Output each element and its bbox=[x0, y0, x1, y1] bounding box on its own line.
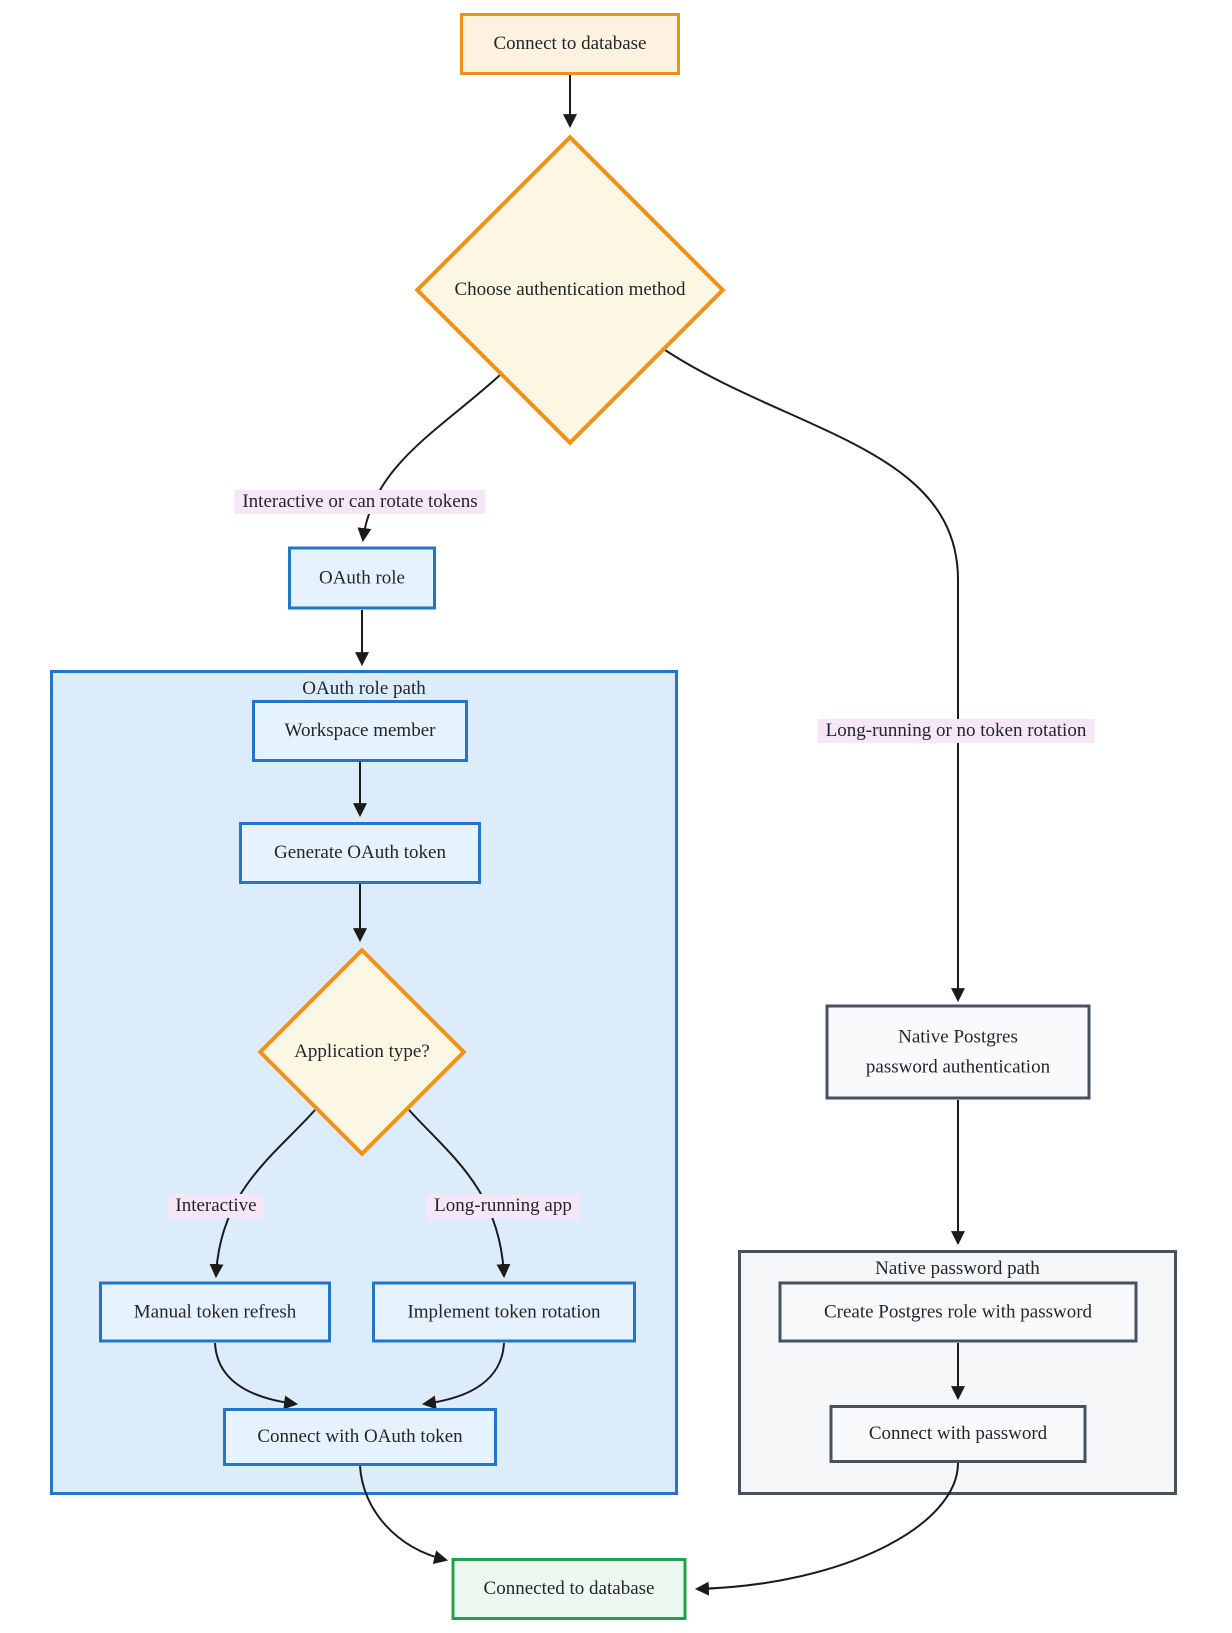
decision-choose-authentication-method: Choose authentication method bbox=[454, 279, 686, 300]
node-label-line1: Native Postgres bbox=[898, 1026, 1018, 1048]
edge-connectpw-connected bbox=[694, 1462, 959, 1596]
node-label: Connect to database bbox=[493, 33, 647, 55]
node-label: OAuth role bbox=[318, 567, 405, 589]
edge-manual-connectoauth bbox=[214, 1342, 299, 1410]
node-label: Connect with password bbox=[868, 1423, 1048, 1445]
node-connected-to-database: Connected to database bbox=[451, 1558, 687, 1620]
node-manual-token-refresh: Manual token refresh bbox=[99, 1281, 331, 1343]
node-label: Implement token rotation bbox=[407, 1301, 601, 1323]
node-label: Manual token refresh bbox=[133, 1301, 297, 1323]
edge-apptype-rotation bbox=[408, 1109, 511, 1279]
node-implement-token-rotation: Implement token rotation bbox=[372, 1281, 636, 1343]
decision-application-type: Application type? bbox=[294, 1041, 430, 1062]
edge-connectoauth-connected bbox=[359, 1465, 449, 1565]
node-label: Native Postgres password authentication bbox=[866, 1023, 1050, 1082]
node-label: Generate OAuth token bbox=[274, 842, 446, 864]
node-label: Connected to database bbox=[483, 1578, 655, 1600]
node-label: Workspace member bbox=[284, 720, 436, 742]
node-create-postgres-role-with-password: Create Postgres role with password bbox=[778, 1281, 1138, 1343]
node-oauth-role: OAuth role bbox=[288, 546, 436, 610]
node-generate-oauth-token: Generate OAuth token bbox=[239, 822, 481, 884]
edge-rotation-connectoauth bbox=[421, 1342, 505, 1410]
node-connect-with-oauth-token: Connect with OAuth token bbox=[223, 1408, 497, 1466]
node-label: Create Postgres role with password bbox=[823, 1301, 1093, 1323]
edge-label-long-running-app: Long-running app bbox=[426, 1194, 580, 1218]
node-label-line2: password authentication bbox=[865, 1056, 1051, 1077]
node-native-postgres-password-authentication: Native Postgres password authentication bbox=[825, 1004, 1091, 1100]
edge-label-interactive-or-can-rotate-tokens: Interactive or can rotate tokens bbox=[234, 490, 486, 514]
edge-label-long-running-or-no-token-rotation: Long-running or no token rotation bbox=[817, 719, 1095, 743]
edge-apptype-manual bbox=[209, 1109, 316, 1279]
edge-choose-native-auth bbox=[664, 349, 965, 1003]
edge-choose-oauth-role bbox=[357, 374, 501, 543]
cluster-title-native-password-path: Native password path bbox=[875, 1258, 1040, 1279]
edge-label-interactive: Interactive bbox=[167, 1194, 265, 1218]
node-connect-to-database: Connect to database bbox=[460, 13, 680, 75]
node-label: Connect with OAuth token bbox=[257, 1426, 463, 1448]
cluster-title-oauth-role-path: OAuth role path bbox=[302, 678, 426, 699]
node-connect-with-password: Connect with password bbox=[829, 1405, 1087, 1463]
node-workspace-member: Workspace member bbox=[252, 700, 468, 762]
